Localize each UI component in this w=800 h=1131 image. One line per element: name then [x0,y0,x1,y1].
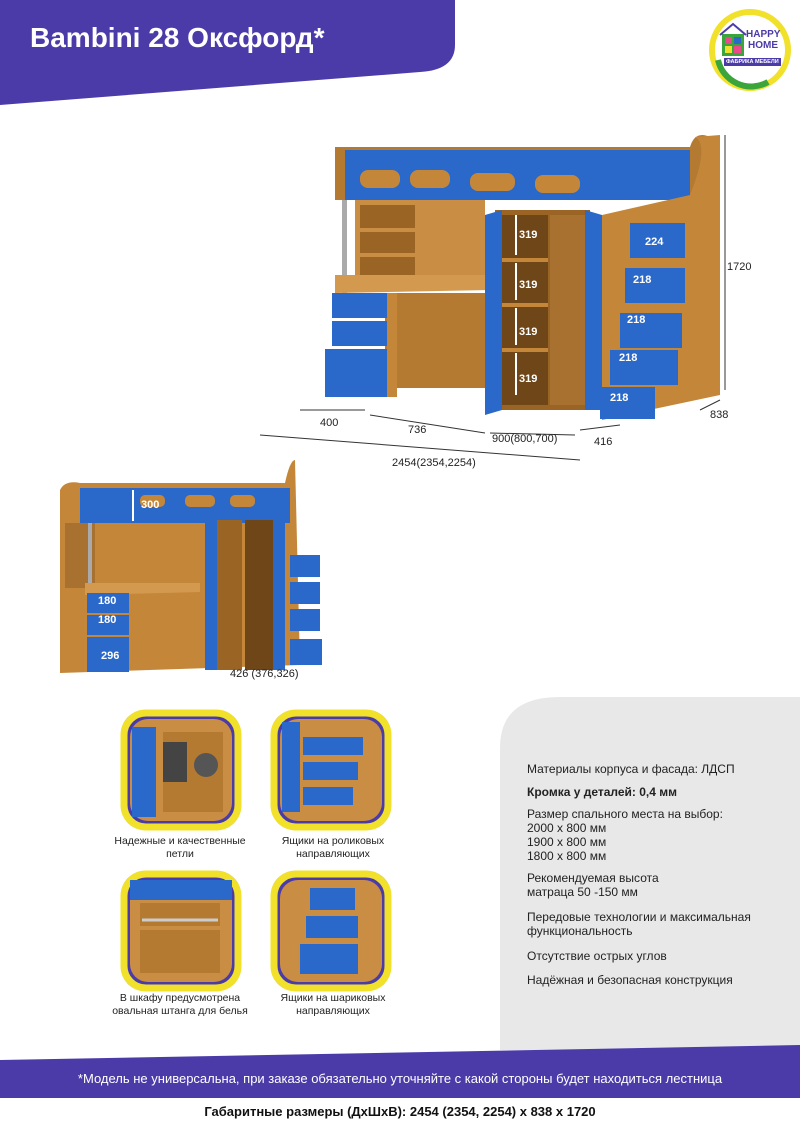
spec-panel [500,697,800,1050]
caption-hinges: Надежные и качественные петли [114,835,246,860]
spec-sleep-1: 2000 х 800 мм [527,821,607,835]
dim-depth: 426 (376,326) [230,668,299,680]
spec-tech-2: функциональность [527,924,633,938]
dim-900: 900(800,700) [492,433,558,445]
dim-300: 300 [141,499,160,511]
dim-180-b: 180 [98,614,117,626]
logo-line1: HAPPY [746,29,781,40]
spec-sleep-3: 1800 х 800 мм [527,849,607,863]
front-bed-illustration [60,460,322,673]
footer-note: *Модель не универсальна, при заказе обяз… [77,1071,723,1086]
feature-hinge-image [120,709,242,831]
spec-mattress-2: матраца 50 -150 мм [527,885,638,899]
spec-sleep-2: 1900 х 800 мм [527,835,607,849]
dim-180-a: 180 [98,595,117,607]
dim-step-5: 218 [610,392,629,404]
feature-wardrobe-rail-image [120,870,242,992]
dim-736: 736 [408,424,427,436]
main-bed-illustration [259,134,726,461]
dim-total: 2454(2354,2254) [392,457,476,469]
dim-shelf-1: 319 [519,229,538,241]
dim-416: 416 [594,436,613,448]
page-title: Bambini 28 Оксфорд* [30,22,325,53]
dim-1720: 1720 [727,261,752,273]
feature-ball-drawers-image [270,870,392,992]
dim-shelf-2: 319 [519,279,538,291]
footer-band [0,1045,800,1098]
spec-safe: Надёжная и безопасная конструкция [527,973,733,987]
spec-tech-1: Передовые технологии и максимальная [527,910,751,924]
caption-ball-drawers: Ящики на шариковых направляющих [280,992,386,1017]
header-banner [0,0,455,105]
spec-corners: Отсутствие острых углов [527,949,667,963]
spec-materials: Материалы корпуса и фасада: ЛДСП [527,762,735,776]
caption-roller-drawers: Ящики на роликовых направляющих [281,835,385,860]
dim-step-1: 224 [645,236,664,248]
dim-838: 838 [710,409,729,421]
feature-roller-drawers-image [270,709,392,831]
dim-step-3: 218 [627,314,646,326]
logo-line3: ФАБРИКА МЕБЕЛИ [724,58,781,66]
dim-step-4: 218 [619,352,638,364]
caption-wardrobe-rail: В шкафу предусмотрена овальная штанга дл… [112,992,248,1017]
logo-line2: HOME [748,40,778,51]
dim-shelf-3: 319 [519,326,538,338]
brand-logo: HAPPY HOME ФАБРИКА МЕБЕЛИ [708,8,792,92]
spec-edge: Кромка у деталей: 0,4 мм [527,785,678,799]
spec-mattress-1: Рекомендуемая высота [527,871,659,885]
dim-296: 296 [101,650,120,662]
dim-step-2: 218 [633,274,652,286]
spec-sleep-title: Размер спального места на выбор: [527,807,723,821]
dim-400: 400 [320,417,339,429]
overall-dimensions: Габаритные размеры (ДхШхВ): 2454 (2354, … [204,1104,596,1119]
dim-shelf-4: 319 [519,373,538,385]
